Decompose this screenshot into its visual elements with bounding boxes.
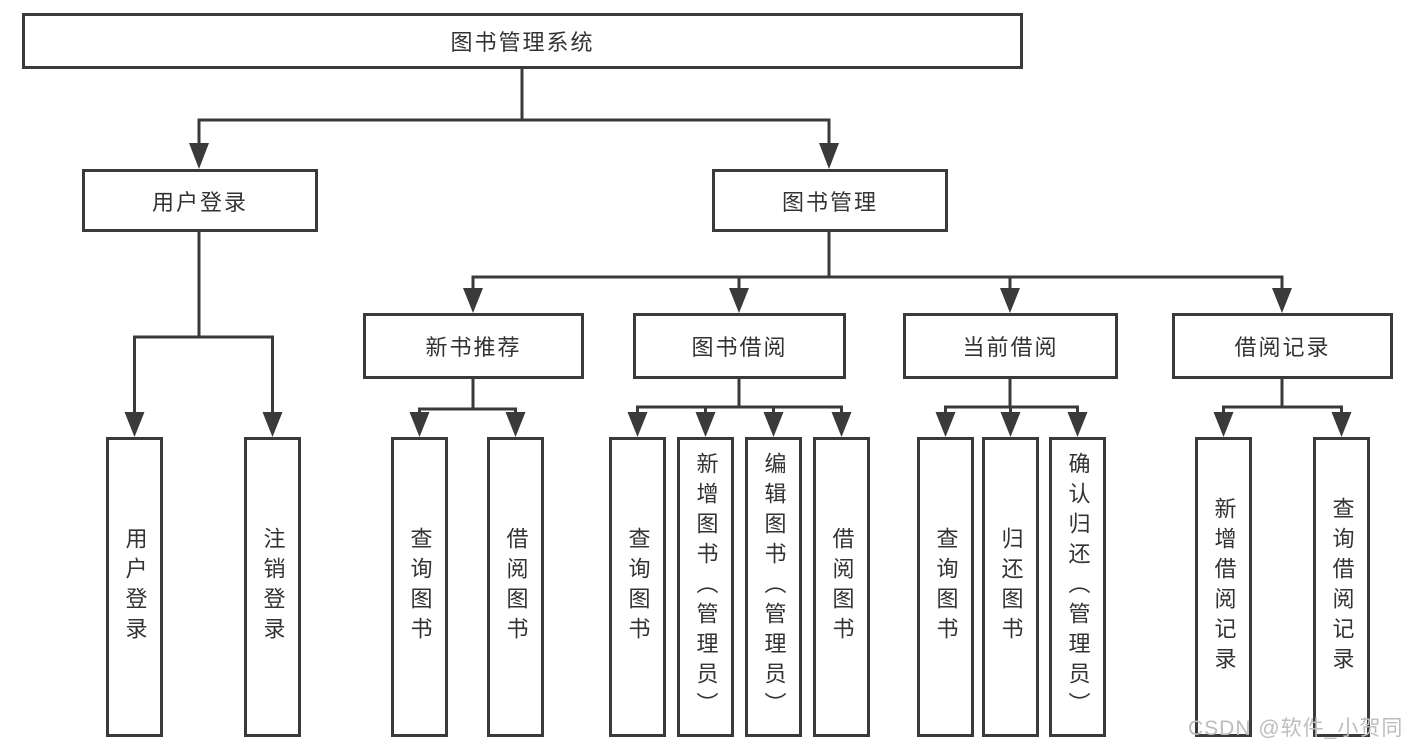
node-new-book-recommend: 新书推荐 [363,313,584,379]
connector [197,118,831,148]
node-label: 新增图书（管理员） [693,452,719,722]
node-label: 新增借阅记录 [1211,497,1237,677]
node-book-management: 图书管理 [712,169,948,232]
node-leaf-query-books: 查询图书 [609,437,666,737]
node-label: 图书借阅 [691,335,788,360]
csdn-watermark: CSDN @软件_小贺同学 [1188,717,1405,740]
connector [471,275,1284,292]
node-label: 编辑图书（管理员） [761,452,787,722]
node-user-login: 用户登录 [82,169,318,232]
node-label: 查询图书 [407,527,433,647]
arrow-down-icon [1272,288,1292,313]
connector [1222,405,1343,416]
node-label: 查询图书 [625,527,651,647]
connector [636,405,843,416]
connector-line-group [133,68,1343,416]
node-label: 图书管理 [781,189,878,215]
connector [418,407,517,416]
node-leaf-add-borrow-record: 新增借阅记录 [1195,437,1252,737]
node-leaf-query-borrow-record: 查询借阅记录 [1313,437,1370,737]
node-label: 查询图书 [933,527,959,647]
node-leaf-query-books: 查询图书 [391,437,448,737]
node-label: 借阅图书 [829,527,855,647]
node-label: 查询借阅记录 [1329,497,1355,677]
arrowhead-group [124,143,1352,437]
arrow-down-icon [935,412,956,437]
arrow-down-icon [262,412,283,437]
arrow-down-icon [409,412,430,437]
arrow-down-icon [463,288,483,313]
node-leaf-edit-books-admin: 编辑图书（管理员） [745,437,802,737]
arrow-down-icon [695,412,716,437]
node-leaf-confirm-return-admin: 确认归还（管理员） [1049,437,1106,737]
arrow-down-icon [819,143,839,169]
arrow-down-icon [124,412,145,437]
node-current-borrow: 当前借阅 [903,313,1118,379]
arrow-down-icon [505,412,526,437]
arrow-down-icon [1331,412,1352,437]
node-label: 新书推荐 [425,335,522,360]
node-leaf-user-login: 用户登录 [106,437,163,737]
node-library-system: 图书管理系统 [22,13,1023,69]
node-label: 注销登录 [260,527,286,647]
connector [133,335,274,416]
node-leaf-logout: 注销登录 [244,437,301,737]
node-label: 借阅图书 [503,527,529,647]
arrow-down-icon [189,143,209,169]
arrow-down-icon [1067,412,1088,437]
node-label: 归还图书 [998,527,1024,647]
arrow-down-icon [627,412,648,437]
node-book-borrow: 图书借阅 [633,313,846,379]
node-leaf-add-books-admin: 新增图书（管理员） [677,437,734,737]
node-label: 图书管理系统 [450,30,595,55]
node-leaf-borrow-books: 借阅图书 [487,437,544,737]
node-leaf-query-books: 查询图书 [917,437,974,737]
arrow-down-icon [1213,412,1234,437]
node-label: 用户登录 [122,527,148,647]
node-borrow-records: 借阅记录 [1172,313,1393,379]
node-leaf-borrow-books: 借阅图书 [813,437,870,737]
arrow-down-icon [831,412,852,437]
node-label: 用户登录 [151,189,248,215]
arrow-down-icon [1000,288,1020,313]
arrow-down-icon [1000,412,1021,437]
node-leaf-return-books: 归还图书 [982,437,1039,737]
node-label: 确认归还（管理员） [1065,452,1091,722]
node-label: 当前借阅 [962,335,1059,360]
arrow-down-icon [763,412,784,437]
arrow-down-icon [729,288,749,313]
node-label: 借阅记录 [1234,335,1331,360]
